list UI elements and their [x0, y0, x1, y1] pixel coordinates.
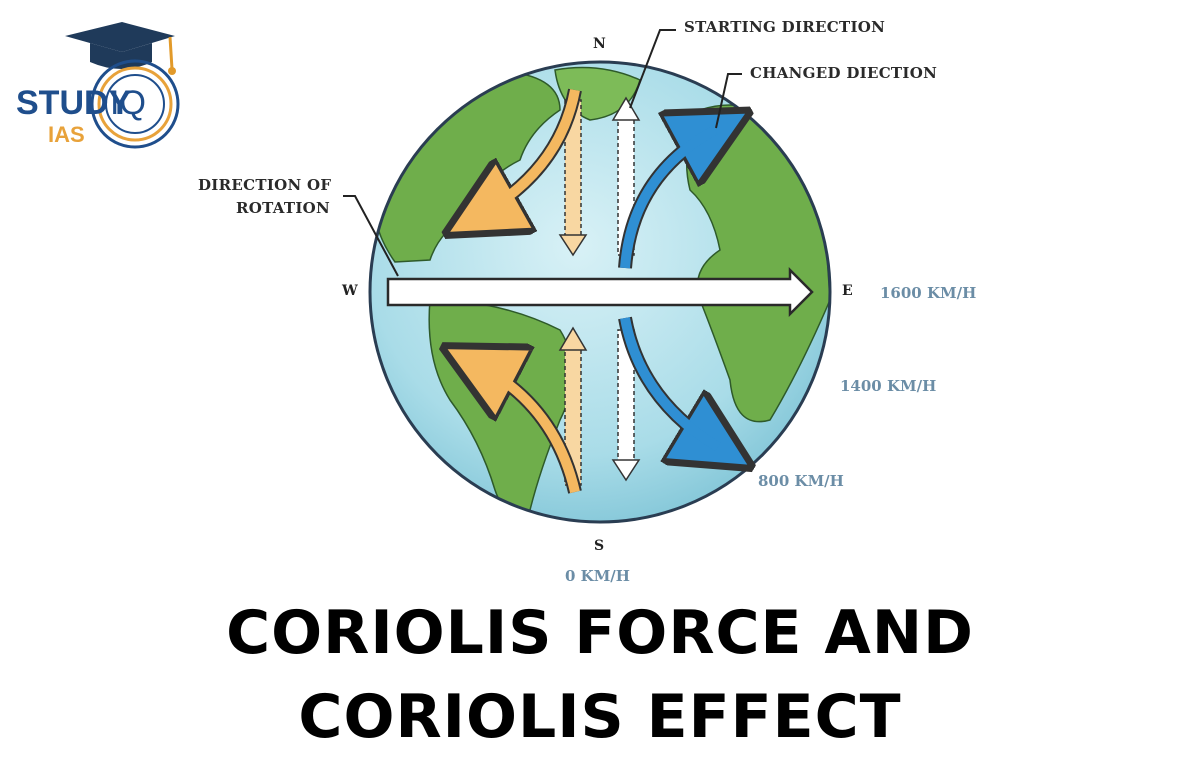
starting-direction-arrows	[558, 96, 641, 486]
coriolis-diagram	[343, 29, 832, 524]
west-label: W	[342, 283, 358, 299]
rotation-label-line2: ROTATION	[236, 199, 331, 217]
logo-study: STUDY	[16, 84, 132, 122]
south-label: S	[594, 538, 605, 554]
logo-ias: IAS	[48, 122, 85, 147]
starting-direction-label: STARTING DIRECTION	[684, 18, 886, 36]
studyiq-logo: STUDY IQ IAS	[16, 22, 180, 149]
rotation-label-line1: DIRECTION OF	[198, 176, 332, 194]
east-label: E	[842, 283, 853, 299]
rotation-arrow	[386, 266, 814, 318]
speed-high: 800 KM/H	[758, 472, 844, 490]
changed-direction-label: CHANGED DIECTION	[750, 64, 938, 82]
leader-lines	[343, 29, 742, 277]
speed-mid: 1400 KM/H	[840, 377, 937, 395]
title-line2: CORIOLIS EFFECT	[298, 682, 902, 752]
speed-equator: 1600 KM/H	[880, 284, 977, 302]
logo-iq: IQ	[110, 84, 146, 122]
title-line1: CORIOLIS FORCE AND	[226, 598, 974, 668]
north-label: N	[593, 36, 606, 52]
speed-pole: 0 KM/H	[565, 567, 630, 585]
deflected-orange-arrows	[478, 88, 582, 494]
changed-direction-arrows	[618, 130, 718, 447]
